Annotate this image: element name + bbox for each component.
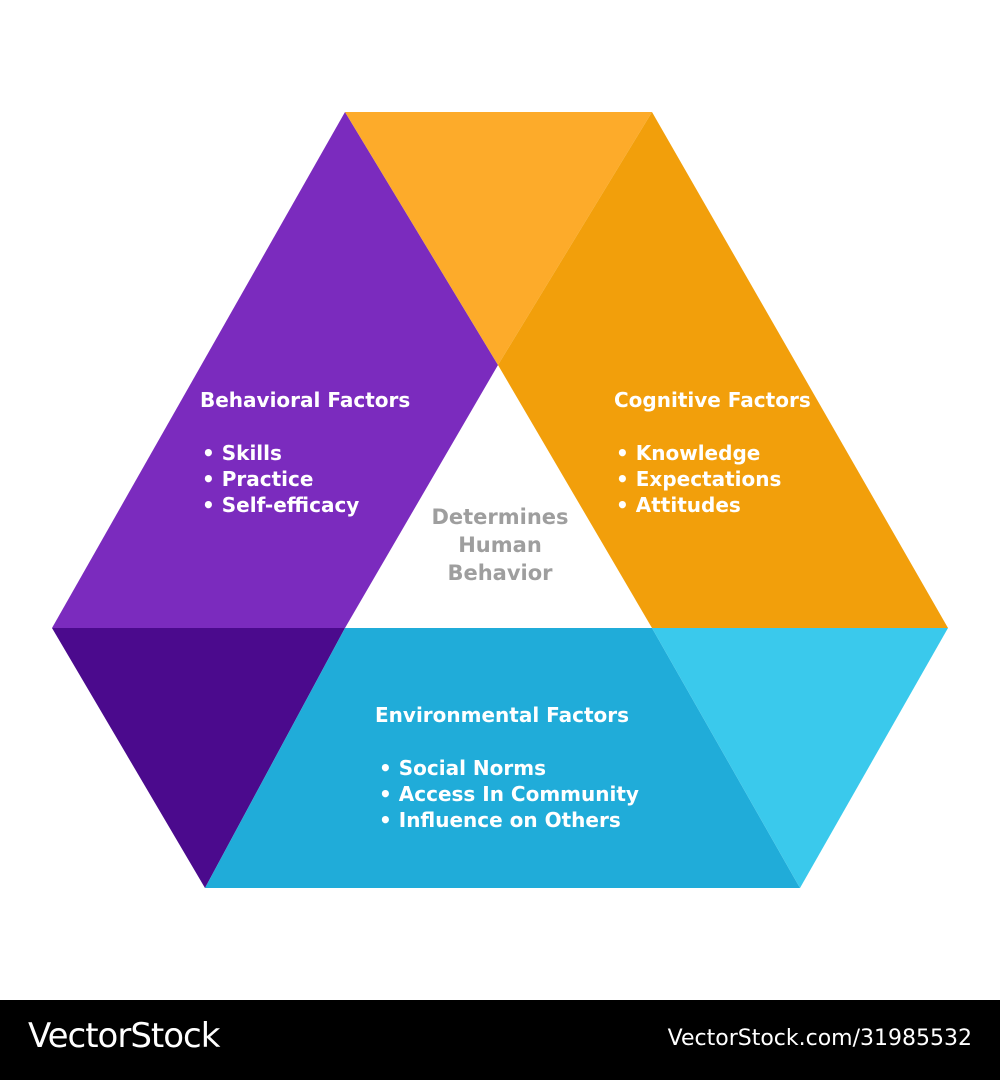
bullet-icon: • (379, 808, 399, 832)
cognitive-title: Cognitive Factors (614, 388, 811, 412)
bullet-icon: • (616, 493, 636, 517)
environmental-item-3: • Influence on Others (379, 808, 621, 832)
image-id-url: VectorStock.com/31985532 (667, 1026, 972, 1051)
cognitive-top-fold (345, 112, 652, 365)
bullet-icon: • (616, 467, 636, 491)
brand-logo-text: VectorStock (28, 1016, 220, 1056)
behavioral-item-2: • Practice (202, 467, 313, 491)
cognitive-item-3: • Attitudes (616, 493, 741, 517)
environmental-item-1: • Social Norms (379, 756, 546, 780)
cognitive-item-2: • Expectations (616, 467, 781, 491)
center-line-1: Determines (431, 505, 568, 529)
environmental-corner (652, 628, 948, 888)
center-line-3: Behavior (447, 561, 553, 585)
bullet-icon: • (379, 756, 399, 780)
environmental-title: Environmental Factors (375, 703, 629, 727)
cognitive-item-1: • Knowledge (616, 441, 760, 465)
behavioral-title: Behavioral Factors (200, 388, 410, 412)
bullet-icon: • (202, 441, 222, 465)
bullet-icon: • (202, 467, 222, 491)
center-line-2: Human (458, 533, 542, 557)
bullet-icon: • (379, 782, 399, 806)
triangle-diagram: Determines Human Behavior Behavioral Fac… (52, 112, 948, 888)
behavioral-item-1: • Skills (202, 441, 282, 465)
watermark-footer: VectorStock VectorStock.com/31985532 (0, 1000, 1000, 1080)
environmental-band (205, 628, 800, 888)
behavioral-corner (52, 628, 345, 888)
behavioral-item-3: • Self-efficacy (202, 493, 359, 517)
bullet-icon: • (616, 441, 636, 465)
environmental-item-2: • Access In Community (379, 782, 639, 806)
behavioral-band (52, 112, 498, 628)
cognitive-band (498, 112, 948, 628)
bullet-icon: • (202, 493, 222, 517)
